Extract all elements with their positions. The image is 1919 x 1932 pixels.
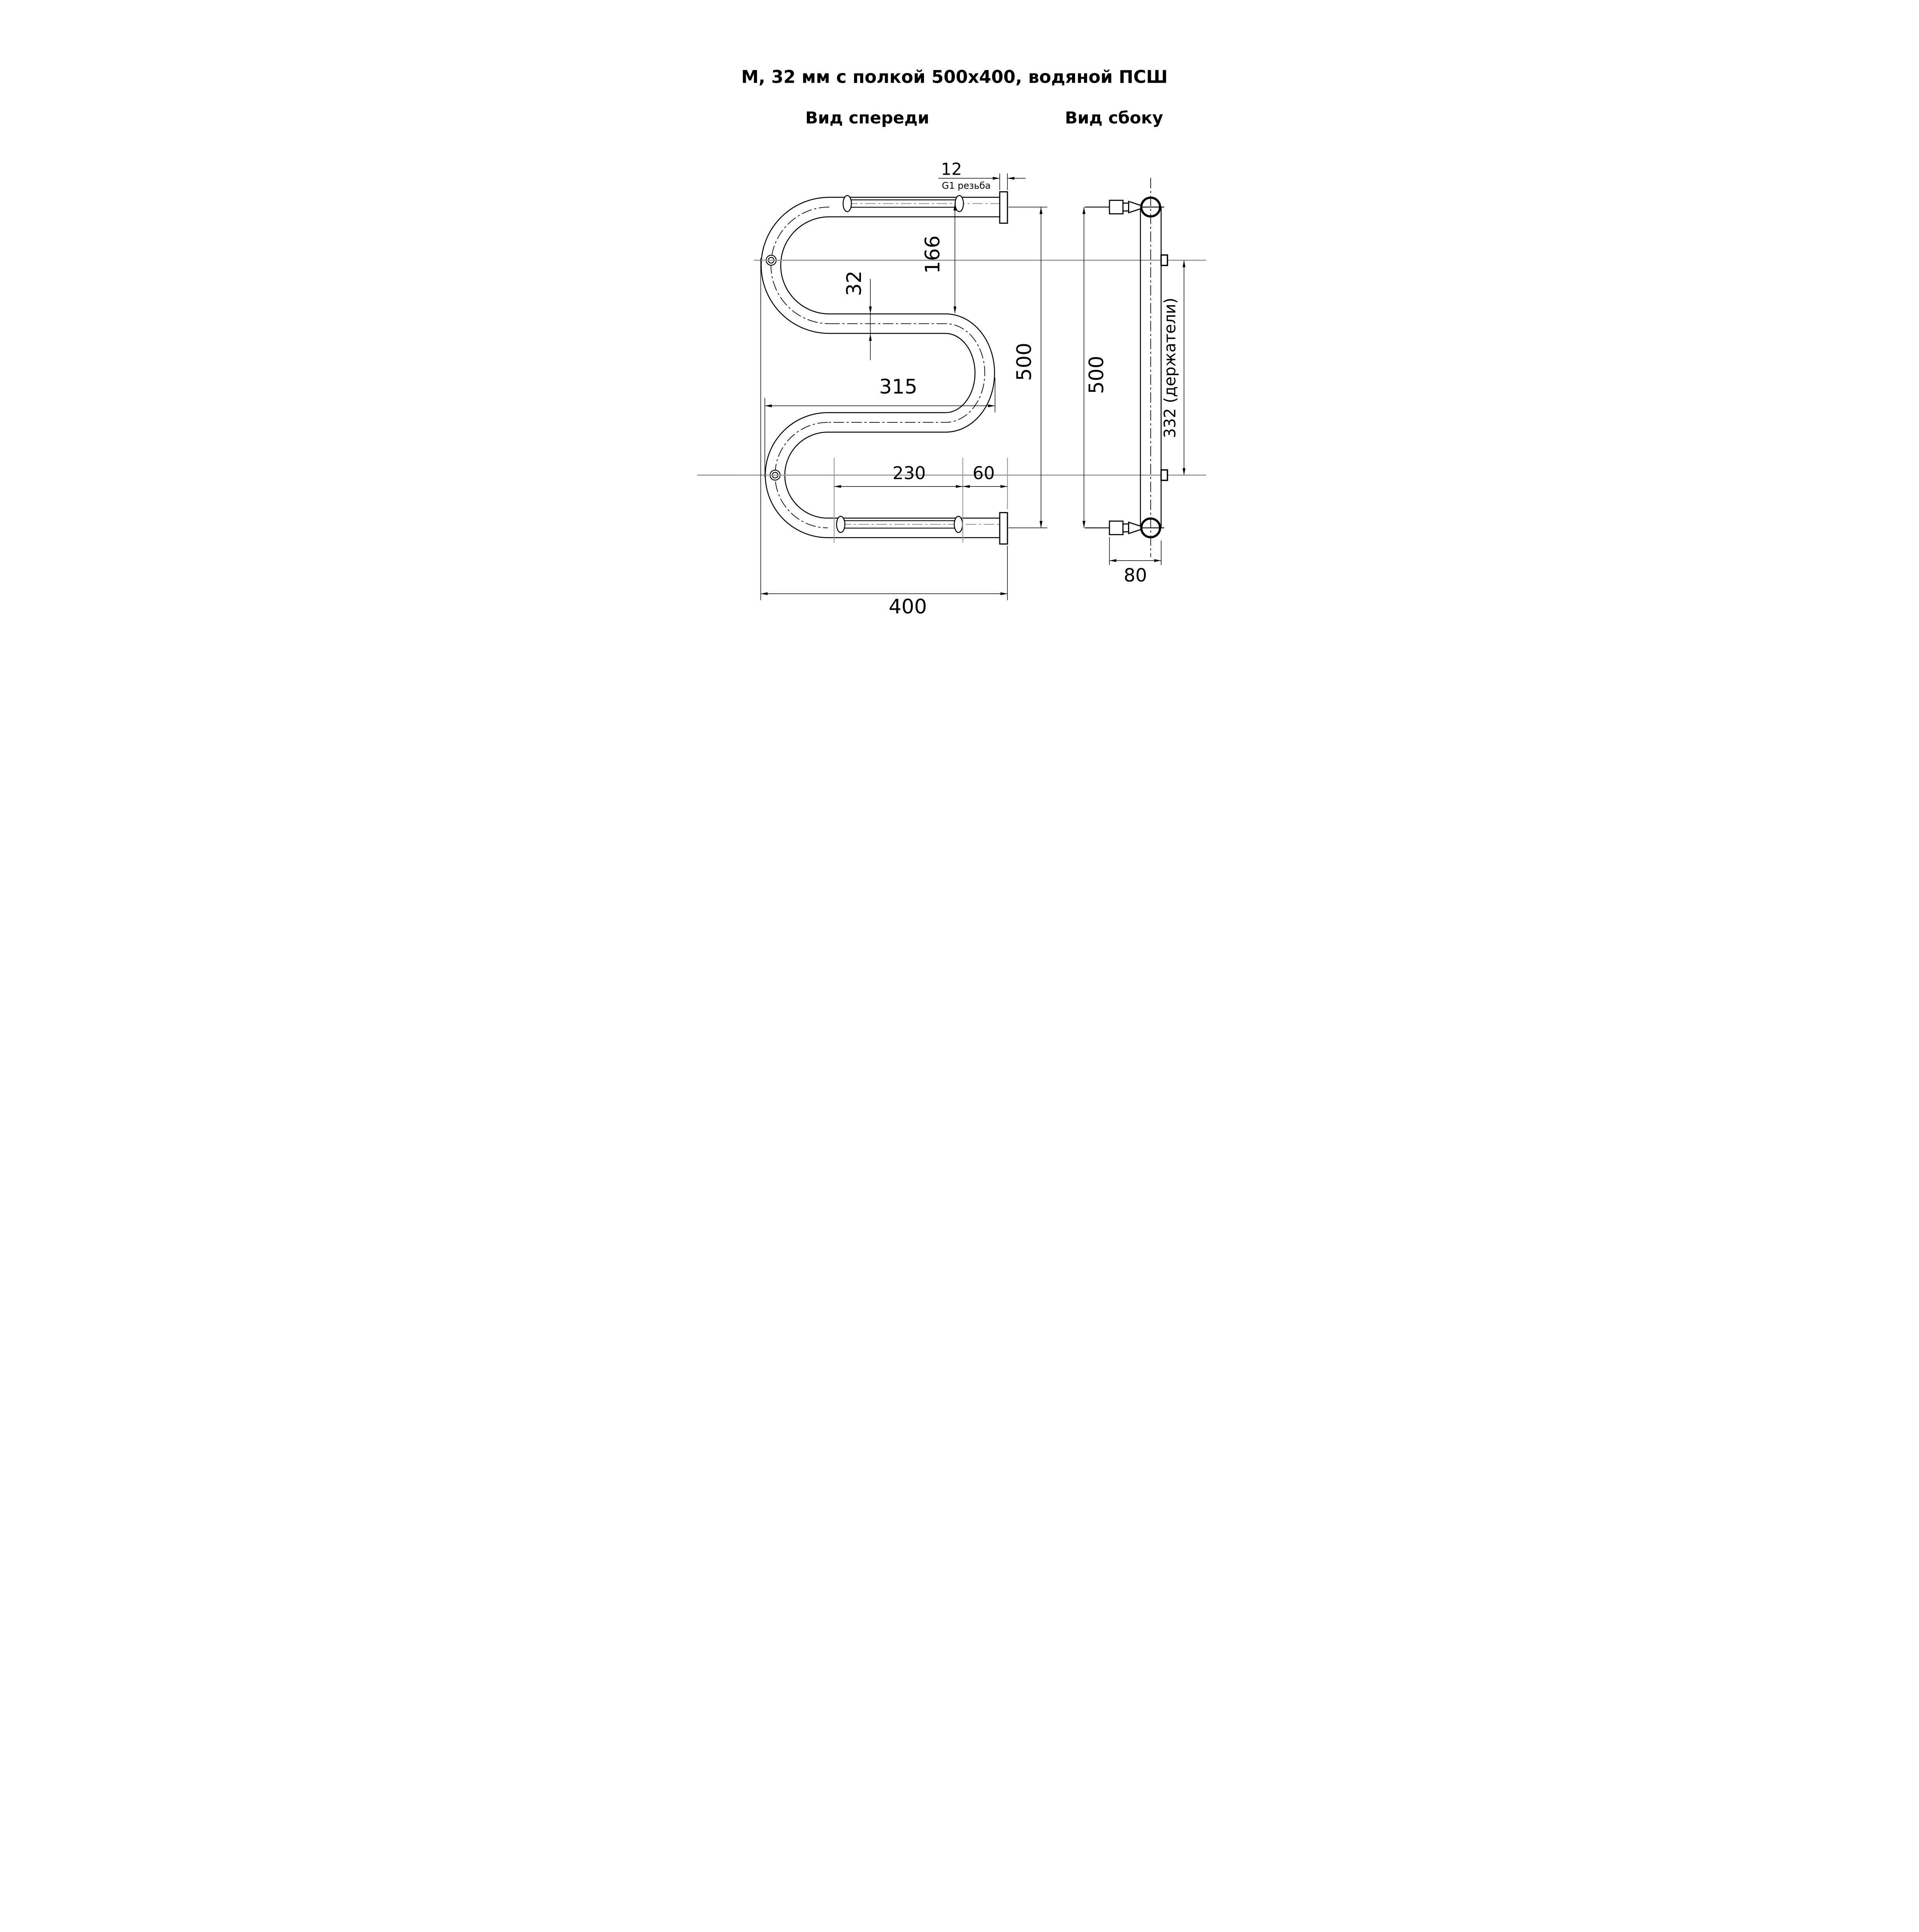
thread-length-value: 12 [941,160,962,179]
rail-bottom-right-cap [954,516,963,533]
bracket-top-neck [1122,202,1130,212]
dimension-166: 166 [921,203,956,314]
pipe-inner-clear [762,197,1000,537]
dim-315-ext [764,377,995,478]
side-view: 500 332 (держатели) 80 [1082,178,1186,586]
shelf-rail-top [842,195,1000,212]
rail-bottom-edges [840,520,959,529]
dim-315-value: 315 [879,376,917,399]
shelf-rail-bottom [836,516,1000,533]
dimension-315: 315 [764,376,995,478]
holder-bottom [1160,469,1168,481]
wall-fitting-bottom [999,512,1008,545]
pipe-outer-outline [760,197,1000,538]
pipe-centerline-middle [828,323,985,423]
side-view-label: Вид сбоку [1065,108,1163,128]
drawing-page: М, 32 мм с полкой 500х400, водяной ПСШ В… [689,0,1230,617]
dimension-thread: 12 G1 резьба [938,160,1026,191]
dim-400-value: 400 [889,595,927,617]
page-title: М, 32 мм с полкой 500х400, водяной ПСШ [741,66,1167,87]
wall-bracket-top [1085,199,1164,214]
dimension-60: 60 [963,463,1008,488]
dim-166-value: 166 [921,235,944,274]
dim-332-value: 332 (держатели) [1161,298,1179,438]
rail-top-right-cap [954,195,964,212]
dimension-32: 32 [843,270,872,360]
bracket-top-nut [1109,199,1124,214]
construction-lines [697,260,1206,543]
front-view [760,191,1008,545]
dim-500f-value: 500 [1013,343,1036,381]
thread-note: G1 резьба [942,180,990,191]
dimension-500-side: 500 [1082,207,1108,528]
rail-bottom-left-cap [836,516,846,533]
pipe-serpentine [760,197,1000,538]
bracket-bottom-neck [1122,523,1130,532]
dimension-230: 230 [834,463,963,488]
dim-230-value: 230 [893,463,926,483]
bracket-bottom-cone [1128,521,1142,534]
bracket-top-cone [1128,201,1142,214]
wall-fitting-top [999,191,1008,224]
holder-top [1160,254,1168,266]
rail-top-edges [847,199,960,208]
bracket-bottom-nut [1109,520,1124,536]
pipe-centerline-bottom-bend [774,422,828,529]
dimension-400: 400 [760,258,1008,617]
dimension-wall-offset: 80 [1109,537,1162,586]
front-dimensions: 12 G1 резьба 166 32 500 315 230 [760,160,1048,617]
dim-80-value: 80 [1124,565,1147,586]
technical-drawing: М, 32 мм с полкой 500х400, водяной ПСШ В… [689,0,1230,617]
dimension-holders-span: 332 (держатели) [1161,260,1186,475]
dim-500s-value: 500 [1085,356,1108,394]
side-pipe-end-bottom-inner-arc [1156,520,1160,535]
side-pipe [1140,178,1162,557]
dimension-500-front: 500 [1008,207,1048,528]
front-view-label: Вид спереди [805,108,929,128]
dim-60-value: 60 [973,463,995,483]
thread-ext-lines [999,173,1008,190]
side-pipe-end-top-inner-arc [1156,200,1160,214]
wall-bracket-bottom [1085,520,1164,536]
dim-32-value: 32 [843,270,866,296]
rail-top-left-cap [842,195,852,212]
